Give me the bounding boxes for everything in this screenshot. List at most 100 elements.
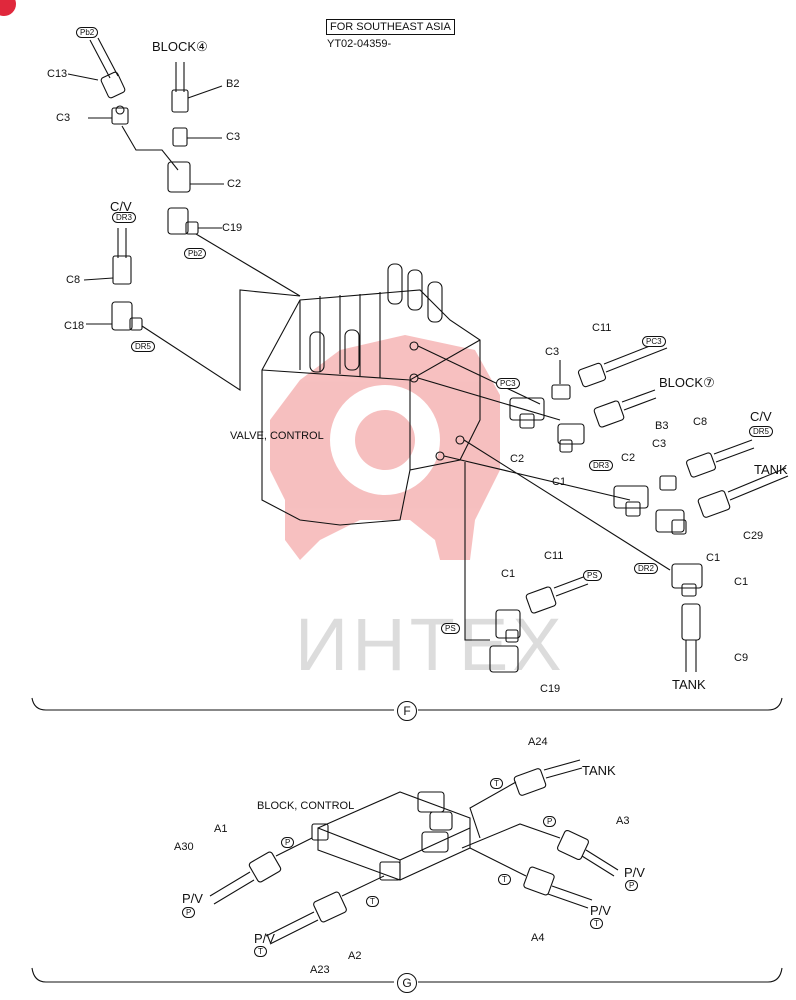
block4-title: BLOCK④ [152, 39, 208, 54]
part-c29: C29 [743, 530, 764, 542]
part-a24: A24 [528, 736, 548, 748]
part-c1: C1 [706, 552, 721, 564]
part-c8: C8 [693, 416, 708, 428]
part-a1: A1 [214, 823, 228, 835]
block-title: BLOCK, CONTROL [257, 800, 355, 812]
hose-cv-left [83, 228, 132, 285]
serial-number: YT02-04359- [327, 38, 392, 50]
part-a2: A2 [348, 950, 362, 962]
hose-b3 [593, 389, 657, 428]
part-c18: C18 [64, 320, 85, 332]
section-f-marker: F [397, 701, 417, 721]
port-tag: PS [583, 570, 602, 581]
elbow-c2-right2 [613, 485, 649, 517]
part-cv: C/V [750, 409, 772, 424]
port-tag: DR2 [634, 563, 659, 574]
port-tag: T [254, 946, 267, 957]
port-tag: T [366, 896, 379, 907]
pv-label: P/V [590, 903, 611, 918]
leader-line [464, 462, 490, 641]
port-tag: DR5 [749, 426, 774, 437]
port-tag: PC3 [642, 336, 666, 347]
part-c11: C11 [592, 322, 612, 334]
pv-label: P/V [182, 891, 203, 906]
control-valve-body [261, 263, 481, 526]
part-c3: C3 [652, 438, 667, 450]
fitting-c3-right [551, 360, 571, 400]
elbow-c1-mid [557, 423, 585, 453]
tank-label: TANK [672, 677, 706, 692]
region-note: FOR SOUTHEAST ASIA [326, 19, 455, 35]
hose-c8-right [686, 439, 755, 478]
elbow-c19-mid [167, 207, 222, 235]
hose-c29 [697, 467, 789, 518]
fitting-c3-top-left [88, 105, 129, 125]
elbow-c19-bottom [489, 645, 519, 673]
part-c3: C3 [545, 346, 560, 358]
part-c3: C3 [56, 112, 71, 124]
leader-line [195, 233, 301, 297]
hose-a4 [469, 847, 593, 909]
part-c19: C19 [540, 683, 561, 695]
port-tag: P [182, 907, 196, 918]
block7-title: BLOCK⑦ [659, 375, 715, 390]
tank-label: TANK [754, 462, 788, 477]
port-tag: DR3 [589, 460, 614, 471]
part-c19: C19 [222, 222, 243, 234]
part-b3: B3 [655, 420, 669, 432]
fitting-c3-right2 [659, 475, 677, 491]
part-c1: C1 [734, 576, 749, 588]
port-tag: Pb2 [76, 27, 99, 38]
pv-label: P/V [624, 865, 645, 880]
port-tag: PC3 [496, 378, 520, 389]
section-f-drawing [31, 37, 789, 711]
port-tag: T [590, 918, 603, 929]
elbow-c1-right [655, 509, 687, 535]
section-g-drawing [31, 759, 783, 983]
section-g-bracket [31, 967, 783, 983]
corner-badge [0, 0, 16, 16]
part-c8: C8 [66, 274, 81, 286]
section-g-marker: G [397, 973, 417, 993]
section-f-bracket [31, 697, 783, 711]
hose-a1-a30 [209, 837, 313, 905]
elbow-c1-bottom [495, 609, 521, 643]
port-tag: T [498, 874, 511, 885]
part-a30: A30 [174, 841, 194, 853]
fitting-c3-mid [172, 127, 222, 147]
part-c3: C3 [226, 131, 241, 143]
part-c2: C2 [621, 452, 636, 464]
part-c2: C2 [227, 178, 242, 190]
part-a4: A4 [531, 932, 545, 944]
elbow-c18 [86, 289, 301, 392]
hose-a24 [469, 759, 583, 839]
part-b2: B2 [226, 78, 240, 90]
tank-label: TANK [582, 763, 616, 778]
port-tag: DR5 [131, 341, 156, 352]
hose-c11-top [577, 339, 668, 388]
hose-fitting-c13 [67, 37, 126, 99]
part-c9: C9 [734, 652, 749, 664]
port-tag: T [490, 778, 503, 789]
port-tag: Pb2 [184, 248, 207, 259]
part-cv: C/V [110, 199, 132, 214]
part-c11: C11 [544, 550, 564, 562]
elbow-c1-far [671, 563, 703, 597]
leader-line [121, 125, 179, 171]
part-c2: C2 [510, 453, 525, 465]
watermark-text: ИНТЕХ [295, 603, 566, 686]
hose-block4 [171, 62, 223, 113]
part-c13: C13 [47, 68, 68, 80]
port-tag: P [625, 880, 639, 891]
elbow-c2-right [509, 397, 545, 429]
hose-c9 [681, 603, 701, 672]
fitting-c2-mid [167, 161, 224, 193]
port-tag: P [543, 816, 557, 827]
port-tag: PS [441, 623, 460, 634]
leader-line [417, 345, 671, 571]
part-c1: C1 [552, 476, 567, 488]
port-tag: DR3 [112, 212, 137, 223]
part-c1: C1 [501, 568, 516, 580]
